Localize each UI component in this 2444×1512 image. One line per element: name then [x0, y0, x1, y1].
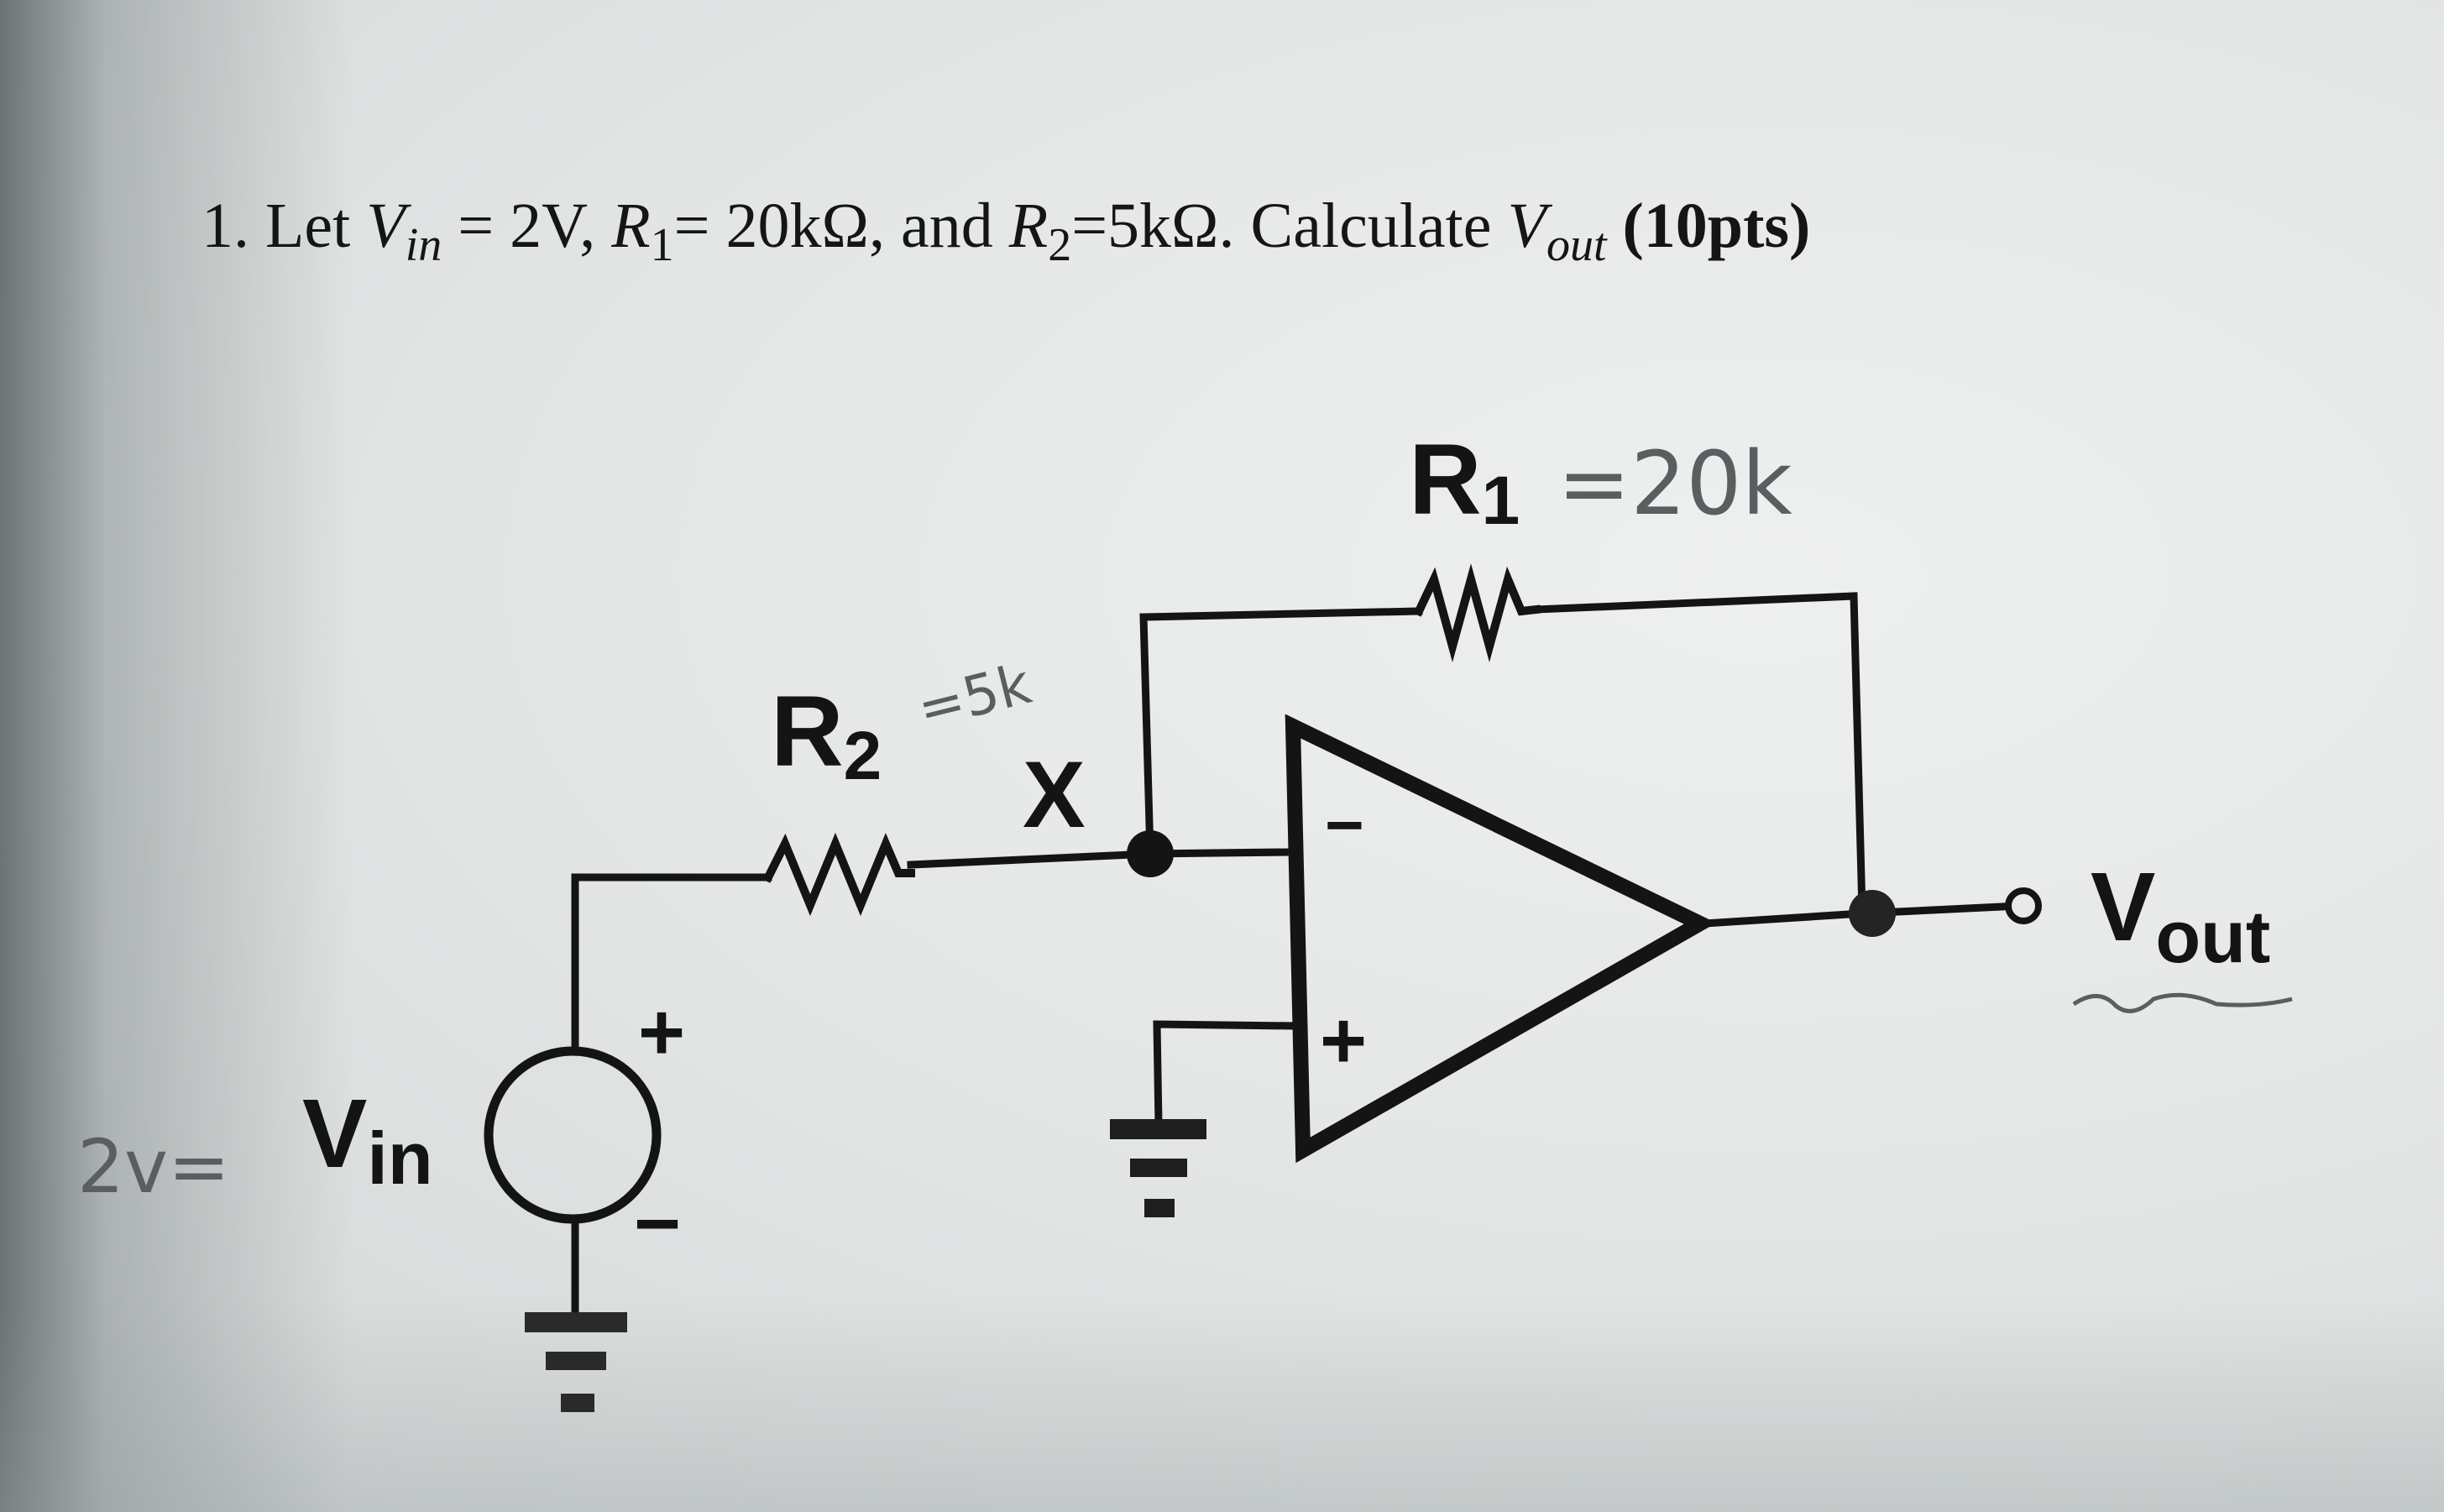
output-terminal — [2005, 887, 2042, 924]
source-plus-sign: + — [638, 987, 685, 1077]
wire-feedback-right — [1532, 592, 1866, 915]
wire-source-to-r2 — [571, 873, 772, 1054]
node-x-label: X — [1023, 742, 1086, 847]
handwritten-vin-note: 2v= — [77, 1123, 230, 1210]
question-vin-value: = 2V, — [458, 191, 596, 261]
left-shadow — [0, 0, 353, 1512]
question-number: 1. — [201, 191, 249, 261]
opamp-plus-sign: + — [1320, 996, 1367, 1086]
output-node-dot — [1849, 890, 1896, 937]
question-calculate: Calculate — [1250, 191, 1492, 261]
question-vin-sub: in — [405, 219, 442, 272]
handwritten-vout-underline — [2072, 992, 2293, 1013]
wire-r2-to-node-x — [907, 850, 1154, 869]
vin-label: Vin — [302, 1079, 433, 1200]
vout-label: Vout — [2091, 852, 2270, 978]
r2-label: R2 — [771, 675, 882, 794]
question-r1-value: = 20kΩ, — [673, 191, 886, 261]
r1-label: R1 — [1409, 423, 1520, 539]
question-vout-var: V — [1507, 191, 1546, 261]
question-and: and — [901, 191, 993, 261]
voltage-source — [484, 1046, 662, 1224]
handwritten-r2-note: =5k — [911, 651, 1038, 742]
question-vin-var: V — [366, 191, 406, 261]
opamp-minus-sign: − — [1325, 787, 1364, 862]
node-x-dot — [1127, 830, 1174, 877]
opamp-triangle — [1285, 714, 1717, 1164]
question-r1-var: R — [611, 191, 651, 261]
question-r2-var: R — [1008, 191, 1049, 261]
ground-symbol-source — [525, 1312, 627, 1412]
question-text: 1. Let Vin = 2V, R1= 20kΩ, and R2=5kΩ. C… — [201, 190, 1811, 269]
wire-plus-to-ground — [1153, 1020, 1297, 1129]
resistor-r2 — [762, 832, 915, 917]
source-minus-sign: − — [634, 1179, 681, 1269]
wire-node-x-up — [1139, 607, 1423, 858]
question-points: (10pts) — [1622, 191, 1811, 261]
bottom-shadow — [0, 1294, 2444, 1512]
question-r2-sub: 2 — [1048, 219, 1072, 272]
question-let: Let — [265, 191, 351, 261]
question-r1-sub: 1 — [650, 219, 674, 272]
question-r2-value: =5kΩ. — [1071, 191, 1235, 261]
ground-symbol-opamp — [1110, 1119, 1206, 1217]
resistor-r1 — [1413, 563, 1541, 662]
question-vout-sub: out — [1546, 219, 1607, 272]
handwritten-r1-note: =20k — [1557, 432, 1792, 535]
